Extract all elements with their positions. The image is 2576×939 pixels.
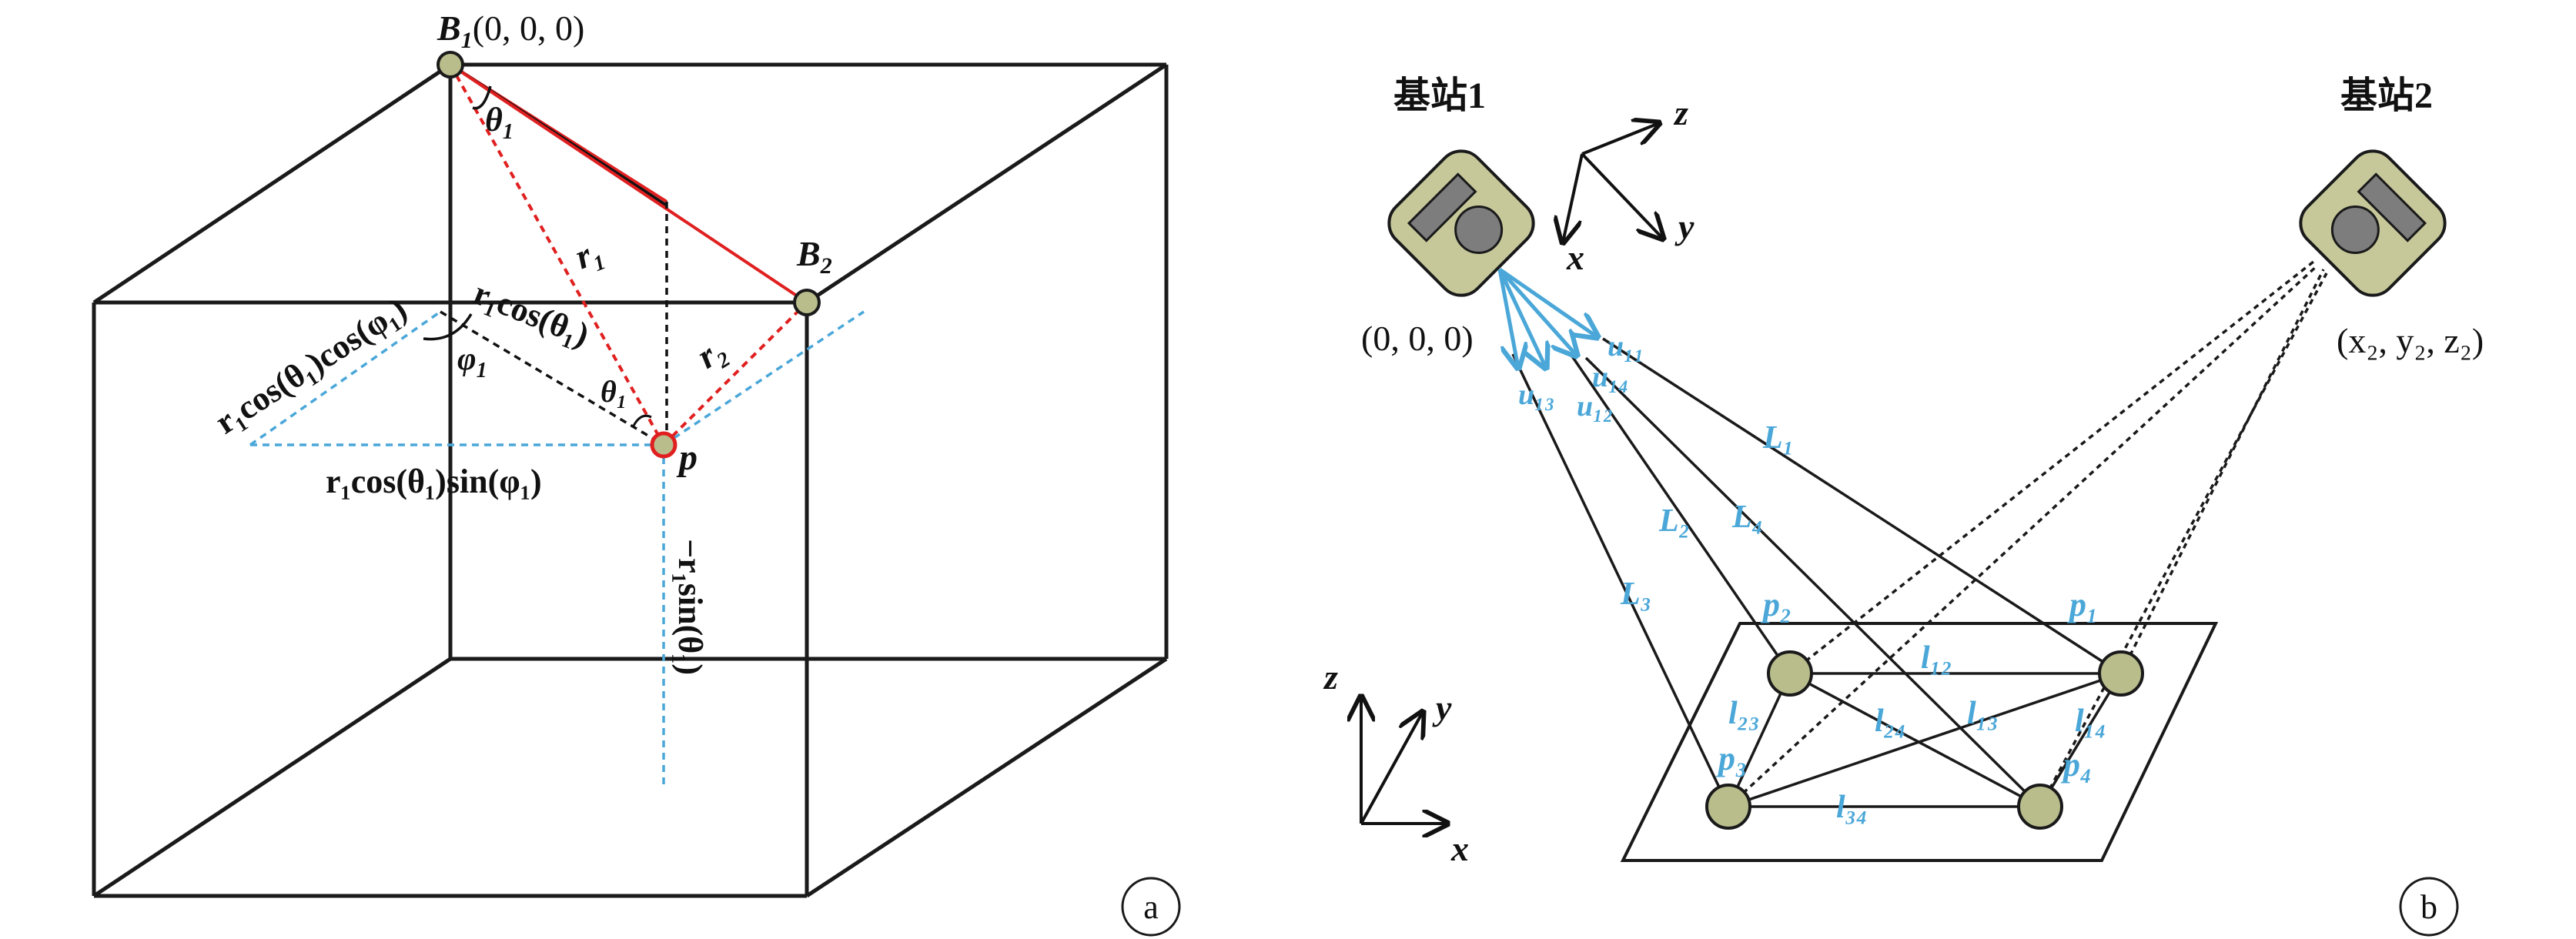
rays-station-1 — [1511, 337, 2122, 808]
cube — [92, 62, 1169, 898]
lens-slot-2 — [2357, 172, 2427, 242]
label-p2: p₂ — [1760, 586, 1791, 623]
axis-bottom-z: z — [1323, 657, 1338, 697]
b1-label: B1(0, 0, 0) — [437, 8, 584, 53]
base-station-2 — [2299, 149, 2447, 297]
point-p4 — [2017, 784, 2063, 830]
label-l14: l₁₄ — [2075, 703, 2106, 739]
label-L4: L₄ — [1731, 500, 1763, 535]
point-p3 — [1705, 784, 1751, 830]
point-p1 — [2098, 650, 2144, 697]
b1-node — [437, 51, 464, 79]
axes-top — [1563, 123, 1663, 242]
p-label: p — [676, 437, 698, 478]
label-p4: p₄ — [2060, 746, 2092, 784]
label-u13: u₁₃ — [1518, 379, 1555, 411]
b2-node — [793, 289, 821, 316]
axis-top-z: z — [1673, 93, 1688, 132]
unit-vectors — [1497, 267, 1597, 368]
label-l13: l₁₃ — [1967, 696, 1999, 731]
expr-cos-sin: r₁cos(θ₁)sin(φ₁) — [326, 463, 542, 500]
lens-1 — [1454, 205, 1504, 254]
coord-2: (x₂, y₂, z₂) — [2337, 321, 2484, 360]
r1-label: r1 — [570, 231, 609, 282]
axis-top-y: y — [1674, 207, 1694, 246]
r2-label: r2 — [690, 329, 734, 380]
base-station-1 — [1387, 149, 1535, 297]
label-l12: l₁₂ — [1921, 640, 1952, 676]
floor-edges — [1727, 672, 2123, 808]
label-L3: L₃ — [1620, 576, 1651, 612]
axes-bottom — [1361, 697, 1447, 824]
axis-bottom-x: x — [1450, 829, 1469, 868]
theta1-label: θ1 — [485, 101, 514, 144]
p-node — [650, 431, 677, 459]
point-p2 — [1767, 650, 1813, 697]
badge-b — [2399, 877, 2459, 937]
label-p1: p₁ — [2066, 586, 2098, 623]
label-u14: u₁₄ — [1592, 361, 1629, 393]
label-l34: l₃₄ — [1836, 790, 1868, 825]
label-l24: l₂₄ — [1875, 703, 1906, 739]
phi1-label: φ1 — [457, 342, 487, 383]
expr-cos-cos: r₁cos(θ₁)cos(φ₁) — [209, 290, 413, 442]
expr-sin: −r₁sin(θ₁) — [671, 539, 709, 675]
axis-bottom-y: y — [1432, 688, 1452, 727]
label-u12: u₁₂ — [1577, 390, 1614, 423]
panel-b: 基站1 基站2 (0, 0, 0) (x₂, y₂, z₂) z y x — [1323, 75, 2484, 937]
coord-1: (0, 0, 0) — [1361, 319, 1474, 358]
rays-station-2 — [1727, 260, 2328, 808]
panel-a: B1(0, 0, 0) B2 p θ1 r1 r2 φ1 θ₁ r₁cos(θ₁… — [92, 8, 1181, 937]
expr-rcos: r₁cos(θ₁) — [468, 274, 594, 354]
label-L1: L₁ — [1762, 420, 1794, 456]
badge-a — [1121, 877, 1181, 937]
construction-lines — [249, 63, 865, 785]
badge-b-label: b — [2420, 888, 2437, 926]
lens-slot-1 — [1407, 172, 1477, 242]
label-l23: l₂₃ — [1728, 696, 1760, 731]
b2-label: B2 — [796, 234, 832, 279]
lens-2 — [2330, 205, 2380, 254]
theta1-low-label: θ₁ — [601, 374, 627, 409]
badge-a-label: a — [1143, 888, 1159, 926]
label-L2: L₂ — [1658, 503, 1690, 539]
axis-top-x: x — [1566, 238, 1584, 277]
label-u11: u₁₁ — [1607, 330, 1644, 363]
label-p3: p₃ — [1715, 740, 1747, 777]
station1-label: 基站1 — [1393, 75, 1486, 116]
station2-label: 基站2 — [2340, 75, 2433, 116]
floor-plane — [1620, 622, 2219, 862]
